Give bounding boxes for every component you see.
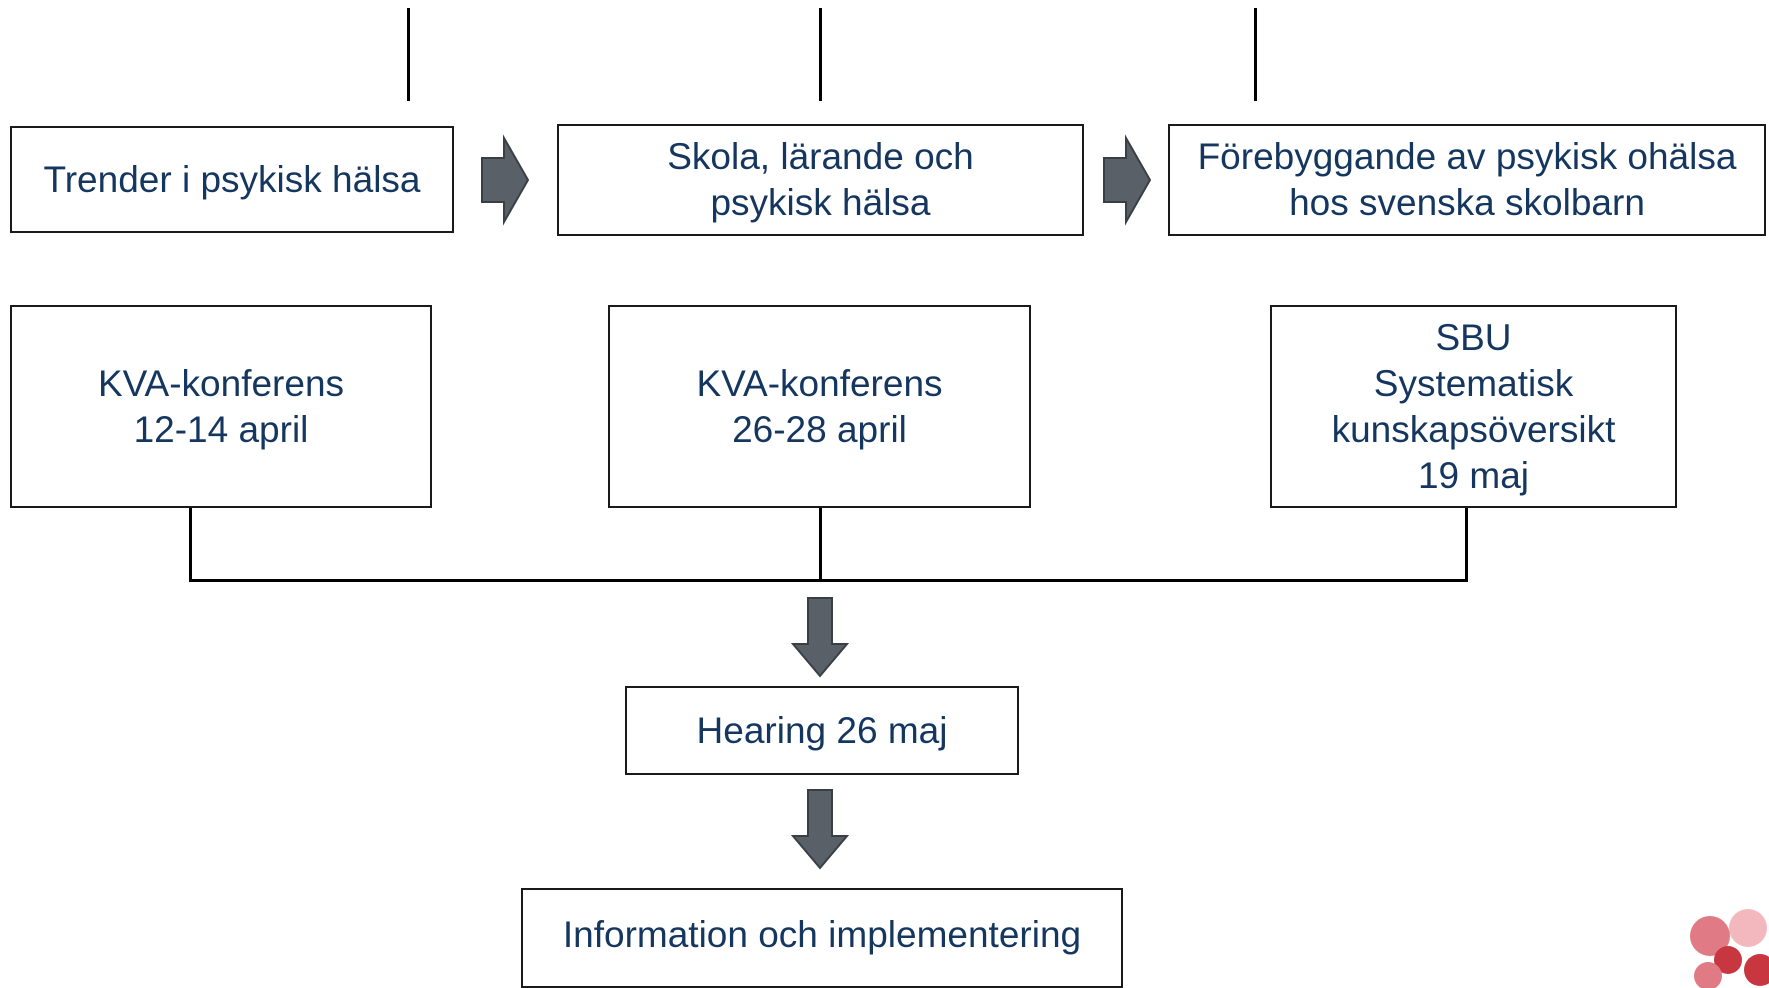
- information-label: Information och implementering: [562, 914, 1082, 955]
- connector-bracket: [189, 579, 1468, 582]
- connector-event-1: [189, 508, 192, 582]
- event-box-sbu: SBU Systematisk kunskapsöversikt 19 maj: [1270, 305, 1677, 508]
- theme-box-skola: Skola, lärande och psykisk hälsa: [557, 124, 1084, 236]
- theme-box-forebyggande: Förebyggande av psykisk ohälsa hos svens…: [1168, 124, 1766, 236]
- connector-top-1: [407, 8, 410, 101]
- theme-label-forebyggande: Förebyggande av psykisk ohälsa hos svens…: [1197, 136, 1737, 223]
- connector-top-3: [1254, 8, 1257, 101]
- information-box: Information och implementering: [521, 888, 1123, 988]
- event-box-kva-2: KVA-konferens 26-28 april: [608, 305, 1031, 508]
- theme-label-skola: Skola, lärande och psykisk hälsa: [667, 136, 974, 223]
- hearing-box: Hearing 26 maj: [625, 686, 1019, 775]
- block-arrow-right-icon: [1103, 134, 1152, 226]
- connector-top-2: [819, 8, 822, 101]
- theme-label-trender: Trender i psykisk hälsa: [43, 158, 421, 200]
- event-label-kva-2: KVA-konferens 26-28 april: [696, 362, 943, 450]
- hearing-label: Hearing 26 maj: [696, 709, 948, 751]
- block-arrow-down-icon: [790, 789, 850, 870]
- theme-box-trender: Trender i psykisk hälsa: [10, 126, 454, 233]
- connector-event-3: [1465, 508, 1468, 582]
- event-box-kva-1: KVA-konferens 12-14 april: [10, 305, 432, 508]
- logo-dots: [1690, 909, 1769, 988]
- block-arrow-down-icon: [790, 597, 850, 678]
- block-arrow-right-icon: [481, 134, 530, 226]
- connector-event-2: [819, 508, 822, 582]
- event-label-kva-1: KVA-konferens 12-14 april: [97, 362, 345, 450]
- event-label-sbu: SBU Systematisk kunskapsöversikt 19 maj: [1331, 316, 1616, 496]
